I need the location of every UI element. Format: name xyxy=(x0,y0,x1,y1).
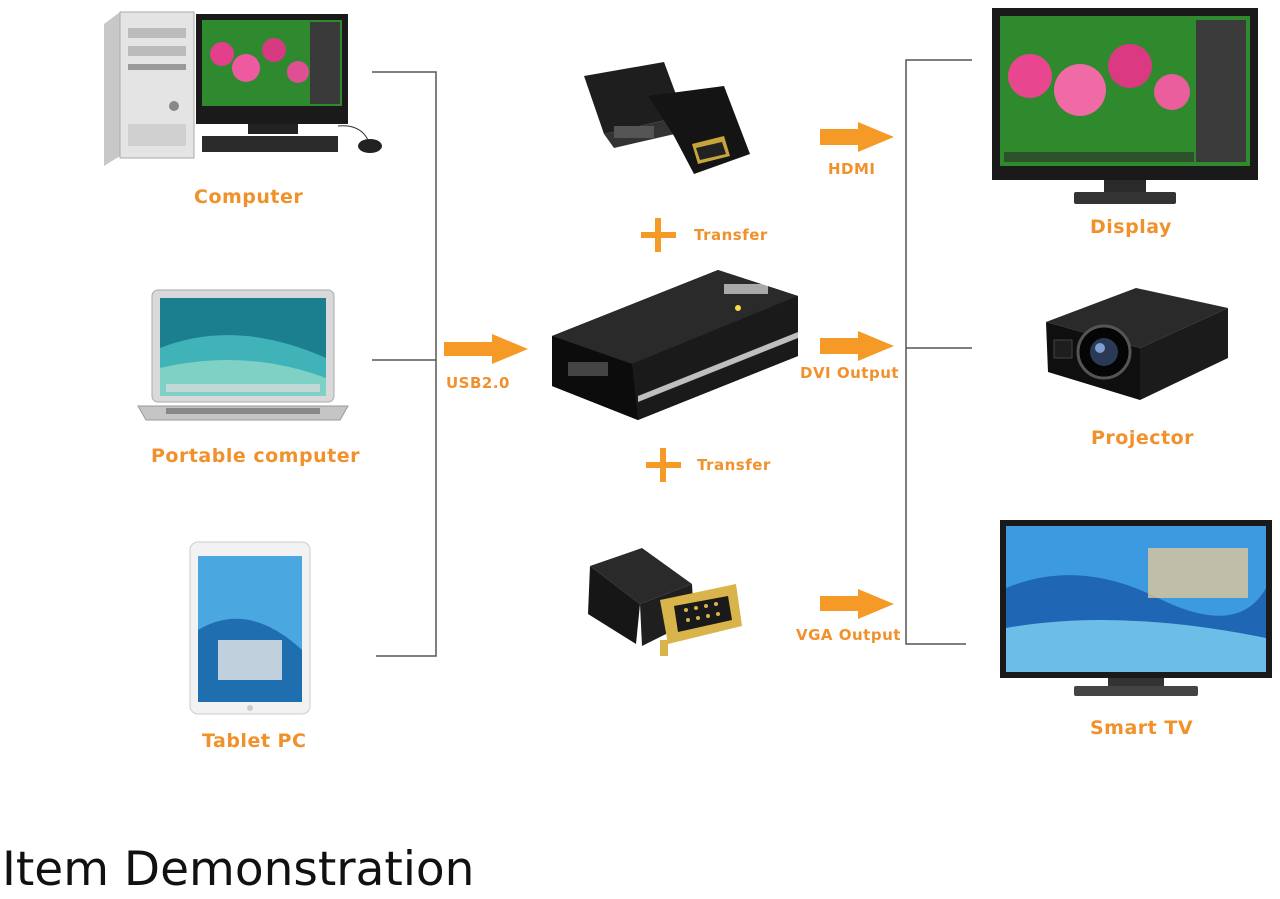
plus-icon-1 xyxy=(641,218,676,252)
transfer-label-1: Transfer xyxy=(694,226,768,244)
tablet-icon xyxy=(188,540,312,716)
target-label-smart-tv: Smart TV xyxy=(1090,717,1194,739)
source-label-tablet: Tablet PC xyxy=(202,730,307,752)
output-label-hdmi: HDMI xyxy=(828,160,876,178)
target-label-display: Display xyxy=(1090,216,1172,238)
plus-icon-2 xyxy=(646,448,681,482)
output-label-dvi: DVI Output xyxy=(800,364,900,382)
arrow-usb xyxy=(444,334,528,364)
dvi-to-vga-adapter-icon xyxy=(582,544,746,660)
page-caption: Item Demonstration xyxy=(2,842,475,897)
transfer-label-2: Transfer xyxy=(697,456,771,474)
source-label-computer: Computer xyxy=(194,186,304,208)
input-label-usb: USB2.0 xyxy=(446,374,510,392)
output-label-vga: VGA Output xyxy=(796,626,901,644)
usb-video-adapter-icon xyxy=(548,266,802,422)
monitor-icon xyxy=(990,6,1260,210)
projector-icon xyxy=(1040,282,1232,410)
arrow-vga xyxy=(820,589,894,619)
arrow-hdmi xyxy=(820,122,894,152)
source-label-portable-computer: Portable computer xyxy=(151,445,360,467)
arrow-dvi xyxy=(820,331,894,361)
smart-tv-icon xyxy=(998,518,1274,700)
laptop-icon xyxy=(136,288,350,424)
desktop-computer-icon xyxy=(98,6,388,166)
dvi-to-hdmi-adapter-icon xyxy=(574,56,754,180)
target-label-projector: Projector xyxy=(1091,427,1195,449)
